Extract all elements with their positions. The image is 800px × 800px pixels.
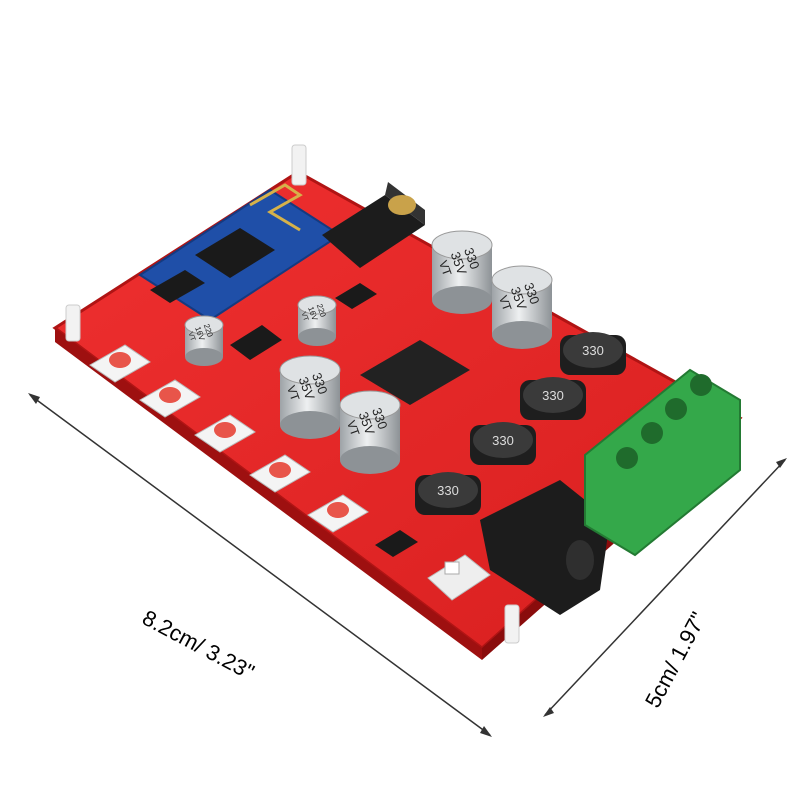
audio-jack (322, 182, 425, 268)
inductor (470, 422, 536, 465)
capacitor (279, 355, 341, 439)
dc-jack (480, 480, 610, 615)
inductor-label: 330 (582, 343, 604, 358)
length-dimension-line (28, 393, 492, 737)
capacitor-series-label: VT (436, 259, 455, 279)
small-capacitor-series-label: VT (186, 331, 196, 342)
small-chips (150, 270, 418, 557)
inductor (415, 472, 481, 515)
capacitor-series-label: VT (284, 384, 303, 404)
capacitor-series-label: VT (344, 419, 363, 439)
capacitor-value-label: 330 (369, 406, 391, 432)
push-button (89, 344, 151, 383)
push-button (249, 454, 311, 493)
push-button (307, 494, 369, 533)
width-dimension-line (543, 458, 787, 717)
inductor (560, 332, 626, 375)
screw-terminal (584, 368, 741, 557)
capacitor (491, 265, 553, 349)
capacitor-value-label: 330 (461, 246, 483, 272)
small-capacitor-value-label: 220 (315, 303, 328, 319)
push-button (139, 379, 201, 418)
inductor (520, 377, 586, 420)
standoff-posts (65, 144, 520, 644)
small-capacitor (297, 295, 337, 346)
power-switch (427, 554, 491, 601)
small-capacitor (184, 315, 224, 366)
capacitor-value-label: 330 (309, 371, 331, 397)
small-capacitor-value-label: 220 (202, 323, 215, 339)
small-capacitor-series-label: VT (299, 311, 309, 322)
capacitor (431, 230, 493, 314)
capacitor (339, 390, 401, 474)
inductor-label: 330 (492, 433, 514, 448)
inductor-label: 330 (542, 388, 564, 403)
amplifier-ic (360, 340, 470, 405)
inductor-label: 330 (437, 483, 459, 498)
capacitor-series-label: VT (496, 294, 515, 314)
push-button (194, 414, 256, 453)
capacitor-value-label: 330 (521, 281, 543, 307)
